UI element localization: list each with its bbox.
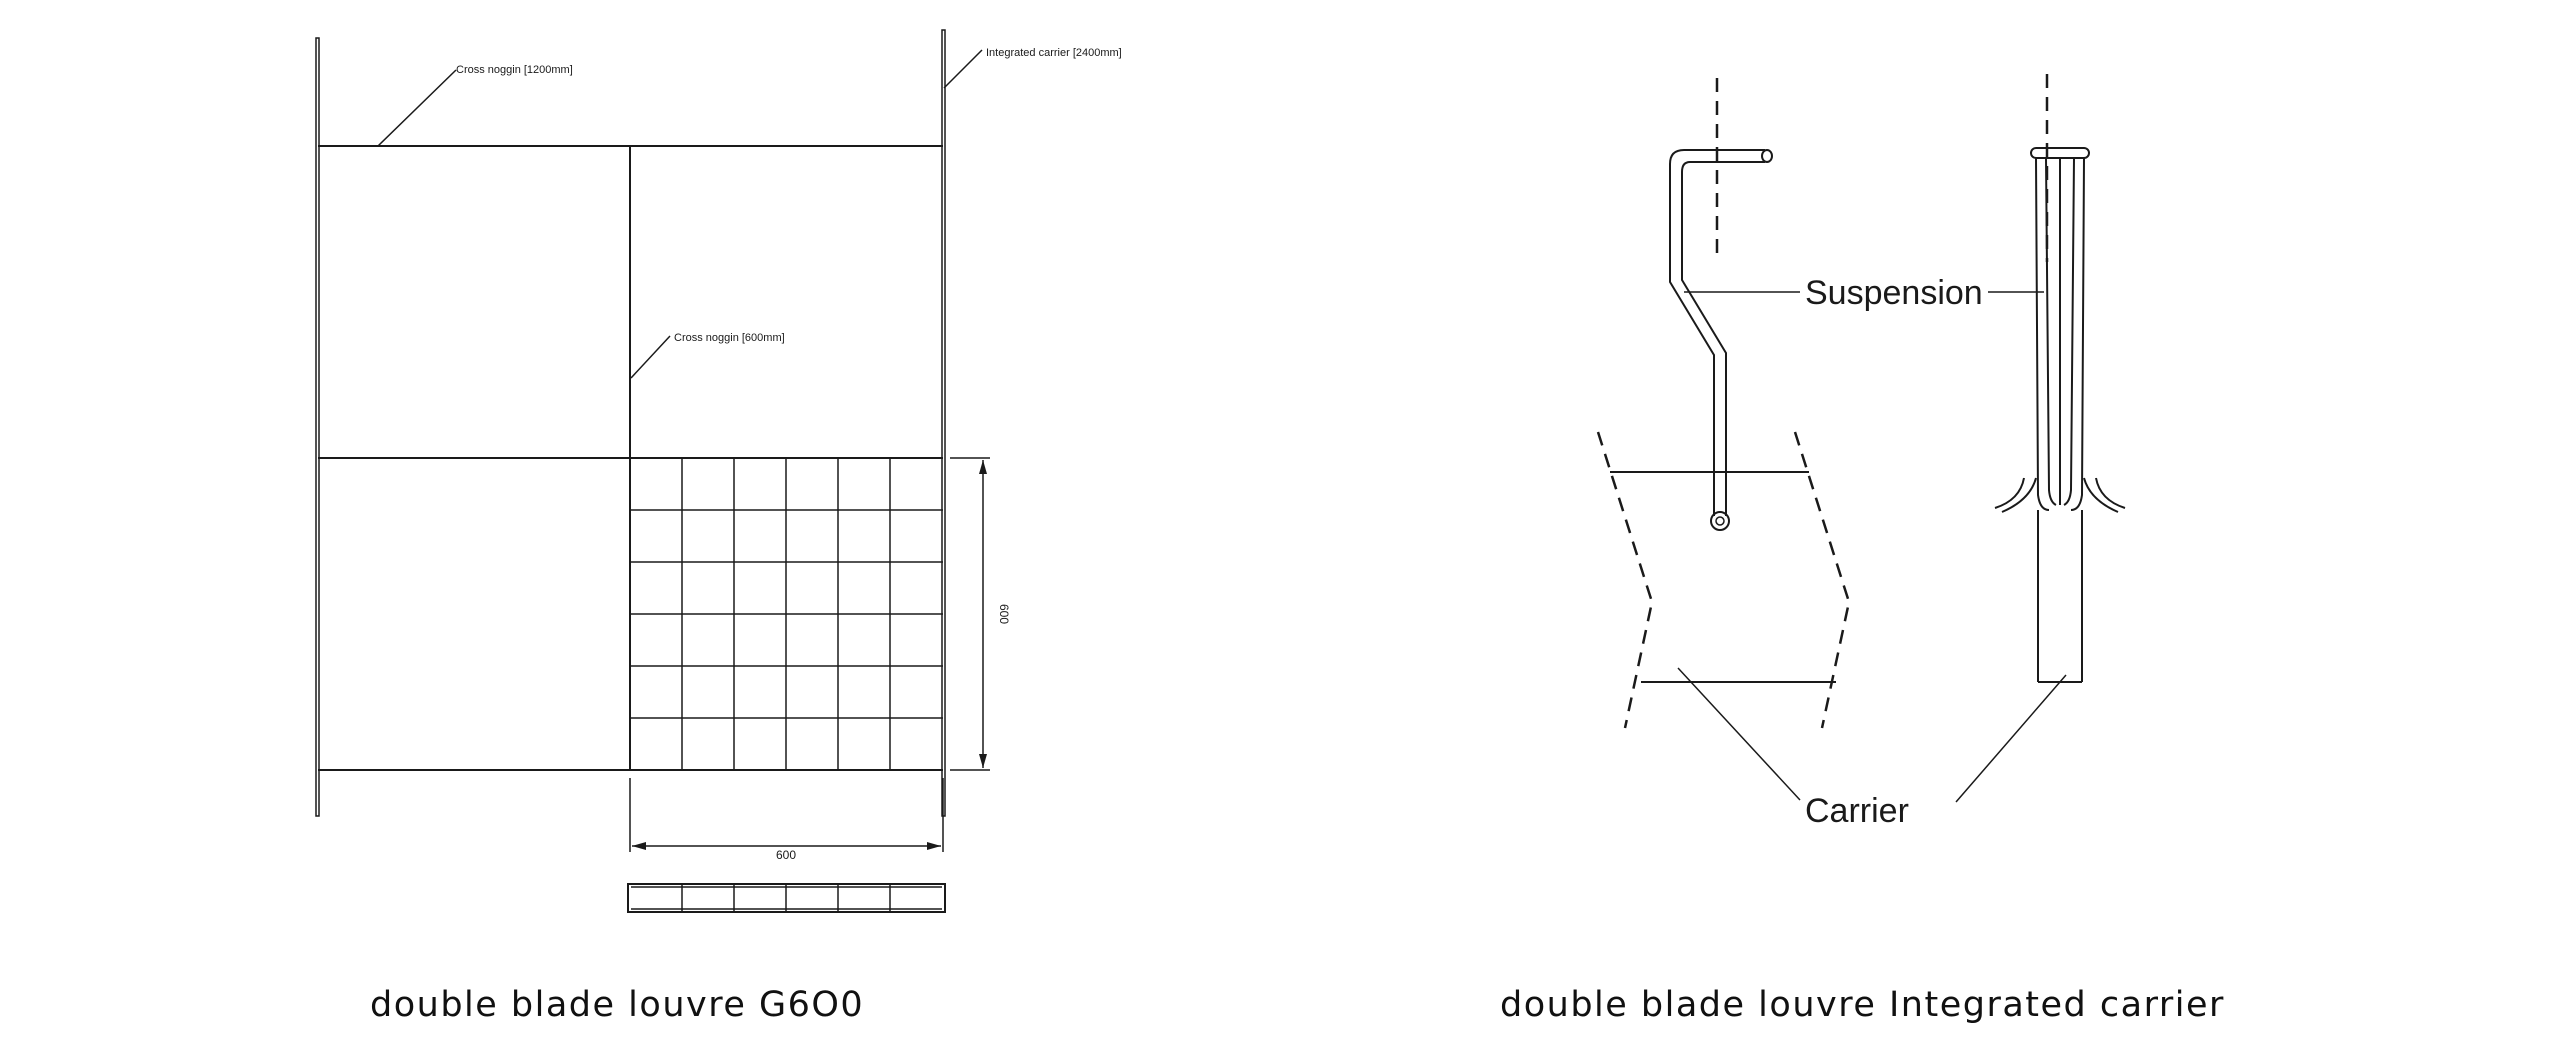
leader-cross-noggin-1200 [377,69,457,147]
label-integrated-carrier: Integrated carrier [2400mm] [986,47,1122,59]
integrated-carrier-front [1994,147,2126,683]
leader-carrier-right [1955,674,2067,803]
hanger-hook [1710,511,1730,531]
dim-label-horizontal: 600 [776,848,796,862]
suspension-hanger-side [1669,149,1773,531]
caption-right-diagram: double blade louvre Integrated carrier [1500,985,2225,1025]
dimension-horizontal: 600 [629,778,944,862]
dim-label-vertical: 600 [997,604,1011,624]
label-carrier: Carrier [1805,792,1909,830]
suspension-carrier-detail: Suspension Carrier [1596,74,2126,830]
integrated-carrier-right [941,29,946,817]
ceiling-grid-plan: Cross noggin [1200mm] Integrated carrier… [315,29,1122,913]
label-cross-noggin-600: Cross noggin [600mm] [674,332,785,344]
carrier-profile-side [1596,431,1851,729]
louvre-elevation-strip [627,883,946,913]
leader-integrated-carrier [943,49,983,89]
caption-left-diagram: double blade louvre G6O0 [370,985,865,1025]
label-cross-noggin-1200: Cross noggin [1200mm] [456,64,573,76]
louvre-cells-grid [630,458,943,770]
label-suspension: Suspension [1805,274,1983,312]
leader-cross-noggin-600 [630,335,671,379]
dimension-vertical: 600 [950,457,1011,771]
integrated-carrier-left [315,37,320,817]
leader-carrier-left [1677,667,1801,801]
